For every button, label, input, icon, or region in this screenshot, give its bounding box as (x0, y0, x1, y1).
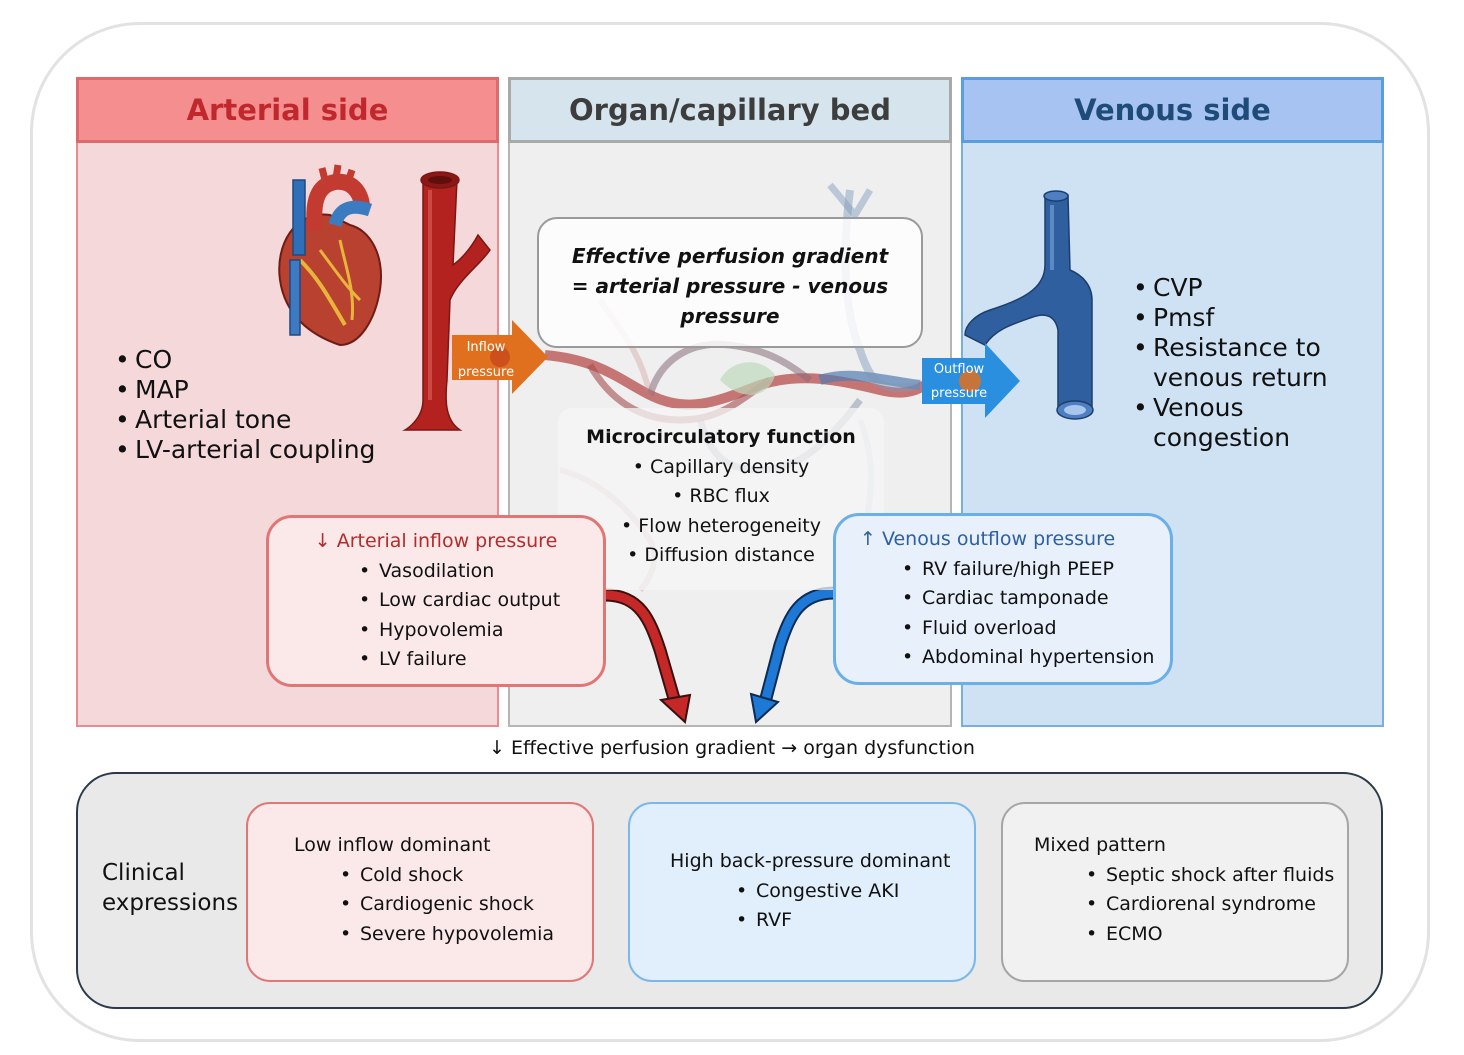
list-item: Cardiac tamponade (902, 584, 1170, 614)
mixed-list: Septic shock after fluids Cardiorenal sy… (1086, 861, 1347, 950)
clinical-label-line1: Clinical (102, 860, 185, 886)
venous-title: Venous side (1074, 93, 1271, 127)
arterial-list: CO MAP Arterial tone LV-arterial couplin… (115, 345, 375, 465)
list-item: Fluid overload (902, 614, 1170, 644)
list-item: Septic shock after fluids (1086, 861, 1347, 891)
list-item: Abdominal hypertension (902, 643, 1170, 673)
red-curved-arrow (604, 588, 692, 724)
blue-curved-arrow (749, 586, 836, 724)
arterial-inflow-title: ↓ Arterial inflow pressure (314, 530, 558, 552)
list-item: RVF (736, 906, 974, 936)
list-item: Severe hypovolemia (340, 920, 592, 950)
artery-illustration (402, 171, 491, 431)
list-item: Hypovolemia (359, 616, 603, 646)
venous-outflow-box: ↑ Venous outflow pressure RV failure/hig… (833, 513, 1173, 685)
list-item: Arterial tone (115, 405, 375, 435)
list-item: LV-arterial coupling (115, 435, 375, 465)
list-item: Congestive AKI (736, 877, 974, 907)
list-item: CO (115, 345, 375, 375)
list-item: Pmsf (1133, 303, 1353, 333)
clinical-label-line2: expressions (102, 890, 239, 916)
venous-list: CVP Pmsf Resistance to venous return Ven… (1133, 273, 1353, 453)
list-item: Low cardiac output (359, 586, 603, 616)
list-item: • RBC flux (672, 485, 770, 507)
organ-title: Organ/capillary bed (569, 93, 891, 127)
consequence-text: ↓ Effective perfusion gradient → organ d… (489, 737, 975, 759)
outflow-pressure-arrow (922, 343, 1020, 418)
heart-illustration (278, 164, 382, 347)
gradient-line-1: Effective perfusion gradient (571, 244, 889, 268)
list-item: Cold shock (340, 861, 592, 891)
gradient-line-2: = arterial pressure - venous (571, 274, 889, 298)
back-pressure-list: Congestive AKI RVF (736, 877, 974, 936)
arterial-inflow-list: Vasodilation Low cardiac output Hypovole… (359, 557, 603, 675)
list-item: Resistance to venous return (1133, 333, 1353, 393)
list-item: CVP (1133, 273, 1353, 303)
venous-outflow-list: RV failure/high PEEP Cardiac tamponade F… (902, 555, 1170, 673)
list-item: Cardiogenic shock (340, 890, 592, 920)
inflow-pressure-arrow (452, 320, 548, 394)
list-item: Vasodilation (359, 557, 603, 587)
list-item: Cardiorenal syndrome (1086, 890, 1347, 920)
arterial-inflow-box: ↓ Arterial inflow pressure Vasodilation … (266, 515, 606, 687)
list-item: RV failure/high PEEP (902, 555, 1170, 585)
low-inflow-list: Cold shock Cardiogenic shock Severe hypo… (340, 861, 592, 950)
arterial-title: Arterial side (186, 93, 389, 127)
back-pressure-title: High back-pressure dominant (670, 850, 951, 872)
list-item: MAP (115, 375, 375, 405)
list-item: • Diffusion distance (627, 544, 815, 566)
list-item: LV failure (359, 645, 603, 675)
outer-frame (30, 22, 1430, 1042)
list-item: • Flow heterogeneity (620, 514, 821, 537)
mixed-title: Mixed pattern (1034, 834, 1166, 856)
list-item: Venous congestion (1133, 393, 1353, 453)
back-pressure-box: High back-pressure dominant Congestive A… (628, 802, 976, 982)
low-inflow-title: Low inflow dominant (294, 834, 491, 856)
inflow-arrow-label: Inflow pressure (452, 335, 520, 385)
clinical-label: Clinical expressions (102, 858, 238, 918)
arterial-header: Arterial side (76, 77, 499, 143)
venous-outflow-title: ↑ Venous outflow pressure (860, 528, 1116, 550)
outflow-arrow-label: Outflow pressure (924, 358, 994, 406)
vein-illustration (964, 190, 1094, 420)
venous-header: Venous side (961, 77, 1384, 143)
micro-title: Microcirculatory function (586, 426, 856, 448)
inflow-label-line1: Inflow (466, 340, 506, 355)
inflow-label-line2: pressure (457, 365, 515, 380)
perfusion-gradient-box: Effective perfusion gradient = arterial … (537, 217, 923, 348)
list-item: • Capillary density (632, 455, 810, 478)
microcirculatory-panel: Microcirculatory function • Capillary de… (558, 408, 884, 590)
gradient-line-3: pressure (680, 304, 780, 328)
outflow-label-line1: Outflow (933, 362, 985, 377)
organ-header: Organ/capillary bed (508, 77, 952, 143)
outflow-label-line2: pressure (930, 386, 988, 401)
list-item: ECMO (1086, 920, 1347, 950)
mixed-pattern-box: Mixed pattern Septic shock after fluids … (1001, 802, 1349, 982)
low-inflow-box: Low inflow dominant Cold shock Cardiogen… (246, 802, 594, 982)
